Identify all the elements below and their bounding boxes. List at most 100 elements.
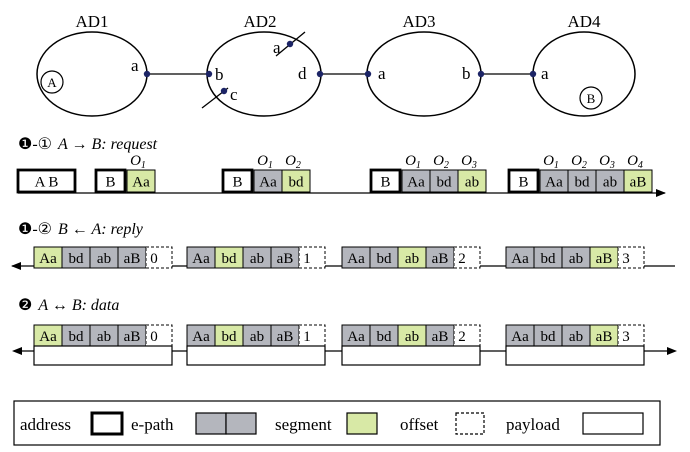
segment-label: aB: [277, 251, 294, 267]
host-a-node: [40, 70, 64, 94]
segment-label: bd: [69, 329, 85, 345]
segment-label: aB: [432, 329, 449, 345]
offset-value: 1: [303, 251, 311, 267]
address-field: [16, 168, 77, 194]
legend-offset-swatch: [455, 412, 485, 435]
segment-label: Aa: [39, 329, 57, 345]
offset-marker-label: O2: [433, 153, 449, 171]
offset-field: [145, 246, 173, 269]
offset-value: 1: [303, 329, 311, 345]
segment-label: Aa: [192, 251, 210, 267]
ad4-port-a-label: a: [541, 64, 549, 83]
legend-segment-label: segment: [275, 415, 332, 434]
reply-header: ❶-② B ← A: reply: [18, 221, 144, 238]
offset-marker-label: O1: [543, 153, 559, 171]
ad2-label: AD2: [243, 12, 276, 31]
ad2-port-d-dot: [316, 70, 324, 78]
payload-field: [341, 345, 481, 366]
segment-label: Aa: [407, 175, 425, 191]
offset-field: [453, 246, 481, 269]
segment-cell: [623, 169, 653, 193]
segment-label: bd: [377, 251, 393, 267]
address-field: [369, 168, 402, 194]
legend-epath-swatch-1: [195, 412, 227, 435]
segment-label: Aa: [347, 329, 365, 345]
legend-payload-label: payload: [506, 415, 560, 434]
address-label: B: [380, 175, 390, 191]
segment-label: Aa: [192, 329, 210, 345]
segment-label: ab: [97, 251, 111, 267]
segment-label: Aa: [39, 251, 57, 267]
segment-label: aB: [277, 329, 294, 345]
offset-marker-label: O3: [461, 153, 477, 171]
offset-field: [617, 246, 645, 269]
reply-title: B ← A: reply: [58, 221, 144, 238]
offset-marker-label: O4: [627, 153, 643, 171]
offset-value: 0: [150, 329, 158, 345]
offset-value: 3: [622, 251, 630, 267]
legend-address-swatch: [90, 411, 124, 436]
segment-label: bd: [69, 251, 85, 267]
segment-label: aB: [432, 251, 449, 267]
segment-label: Aa: [259, 175, 277, 191]
data-title: A ↔ B: data: [37, 297, 119, 314]
segment-label: ab: [405, 251, 419, 267]
ad3-port-b-dot: [477, 70, 485, 78]
segment-cell: [281, 169, 311, 193]
segment-label: Aa: [347, 251, 365, 267]
segment-label: Aa: [545, 175, 563, 191]
segment-label: bd: [437, 175, 453, 191]
reply-bullet: ❶-②: [18, 221, 52, 238]
offset-marker-label: O3: [599, 153, 615, 171]
segment-label: ab: [250, 329, 264, 345]
legend: address e-path segment offset payload: [13, 400, 661, 446]
ad3-port-b-label: b: [462, 64, 471, 83]
segment-label: bd: [575, 175, 591, 191]
segment-label: ab: [250, 251, 264, 267]
legend-epath-label: e-path: [131, 415, 174, 434]
legend-epath-swatch-2: [225, 412, 257, 435]
ad2-port-c-label: c: [230, 85, 238, 104]
segment-label: bd: [541, 329, 557, 345]
ad1-port-a-dot: [143, 70, 151, 78]
legend-segment-swatch: [346, 412, 378, 435]
legend-payload-swatch: [582, 412, 644, 435]
segment-label: ab: [569, 251, 583, 267]
segment-label: Aa: [511, 329, 529, 345]
segment-label: bd: [222, 329, 238, 345]
offset-value: 3: [622, 329, 630, 345]
segment-cell: [126, 169, 156, 193]
segment-label: bd: [222, 251, 238, 267]
topology: AD1 A a AD2 a b c d AD3 a b AD4 a B: [36, 12, 636, 117]
address-label: B: [232, 175, 242, 191]
offset-value: 2: [458, 329, 466, 345]
host-a-label: A: [47, 75, 57, 90]
legend-address-label: address: [20, 415, 71, 434]
address-label: B: [105, 175, 115, 191]
payload-field: [505, 345, 645, 366]
ad2-port-b-label: b: [215, 65, 224, 84]
offset-marker-label: O1: [130, 153, 146, 171]
segment-label: bd: [541, 251, 557, 267]
ad3-label: AD3: [402, 12, 435, 31]
address-field: [221, 168, 254, 194]
segment-label: Aa: [511, 251, 529, 267]
segment-label: aB: [124, 329, 141, 345]
address-field: [94, 168, 127, 194]
data-arrow-right: [667, 347, 677, 355]
segment-label: Aa: [132, 175, 150, 191]
host-b-label: B: [587, 91, 596, 106]
segment-label: aB: [630, 175, 647, 191]
ad4-port-a-dot: [529, 70, 537, 78]
